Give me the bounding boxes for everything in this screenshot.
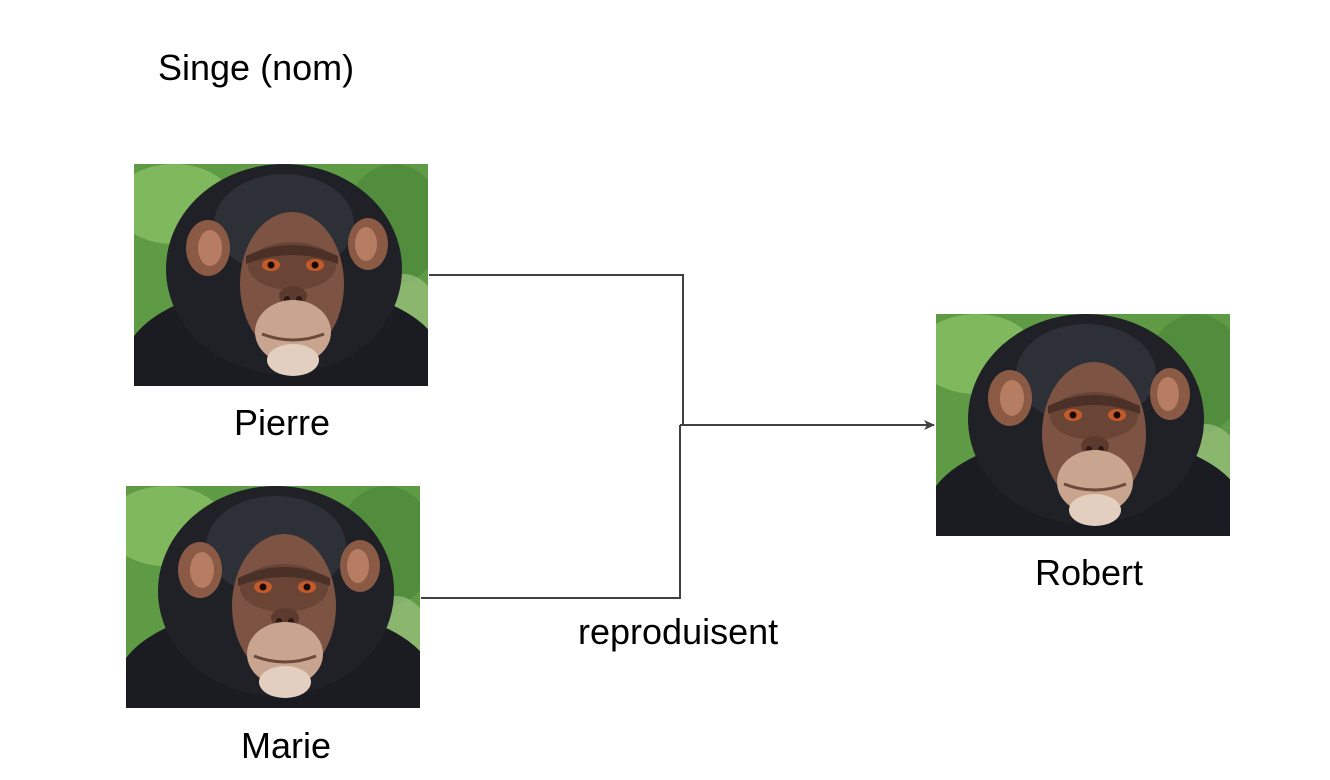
marie-label: Marie [240, 725, 332, 766]
edge-label-reproduisent: reproduisent [578, 611, 779, 652]
diagram-title: Singe (nom) [158, 47, 355, 88]
robert-label: Robert [1034, 552, 1144, 593]
marie-connector [421, 425, 681, 599]
pierre-connector [429, 274, 684, 425]
pierre-label: Pierre [233, 402, 331, 443]
